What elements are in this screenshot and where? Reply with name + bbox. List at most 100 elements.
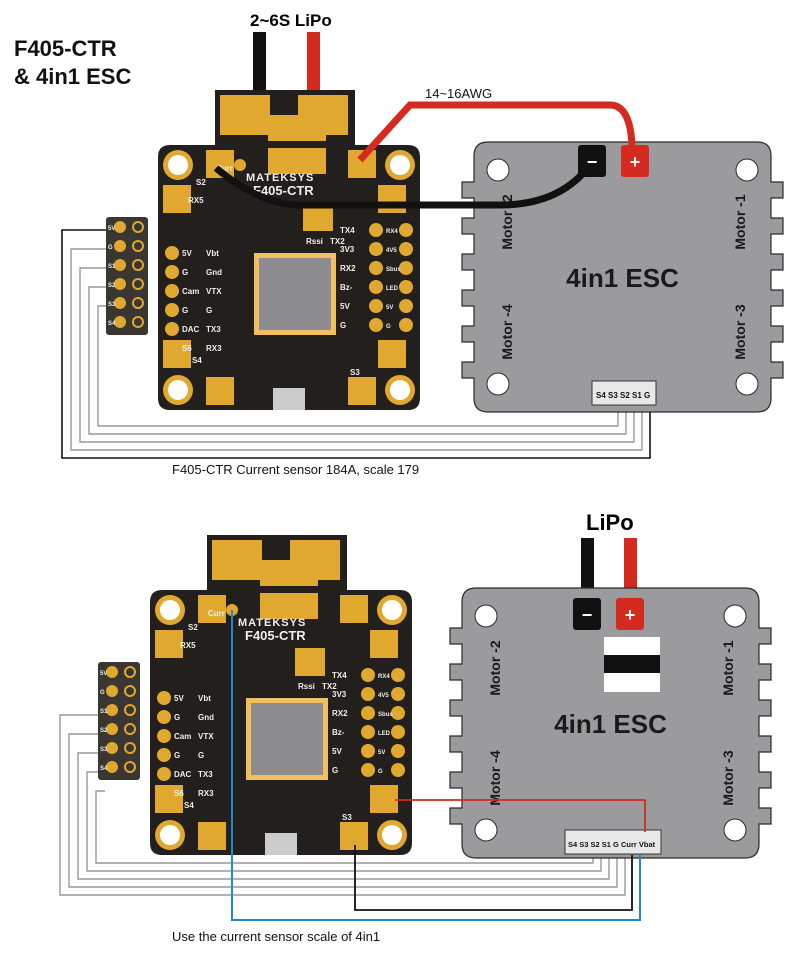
pad-label: Sbus [386,267,401,273]
header-pin-label: 5V [108,226,115,232]
solder-pad [157,767,171,781]
pad-label: RX4 [386,229,398,235]
wire [61,229,651,459]
motor-pad [378,185,406,213]
plus-icon: + [630,152,641,172]
solder-pad [361,725,375,739]
solder-pad [361,763,375,777]
pad-label: LED [378,731,391,737]
header-pin [132,316,144,328]
header-pin [132,259,144,271]
pad-label: G [174,713,180,722]
pad-label: Cam [182,287,199,296]
pad-label: Bz- [340,283,353,292]
solder-pad [165,246,179,260]
usb-connector [273,388,305,410]
pad-label: 4V5 [386,248,397,254]
pad-label: G [174,751,180,760]
solder-pad [369,280,383,294]
mounting-hole-center [382,825,402,845]
esc-capacitor-band [604,655,660,673]
pad-label: Rssi [306,237,323,246]
pad-label: 5V [386,305,393,311]
solder-pad [391,668,405,682]
pad-label: Curr [216,164,233,173]
header-pin [106,761,118,773]
motor-1-label: Motor -1 [720,640,736,695]
pad-label: G [332,766,338,775]
header-pin-label: G [108,245,113,251]
pad-label: 4V5 [378,693,389,699]
vbat-wire [395,799,646,832]
pad-label: RX3 [206,344,222,353]
pad-label: G [378,769,383,775]
solder-pad [369,261,383,275]
wire [59,714,626,896]
esc-connector-label: S4 S3 S2 S1 G [596,391,650,400]
motor-pad [370,785,398,813]
pad-label: 3V3 [340,245,355,254]
current-sensor-wire [231,610,641,921]
motor-pad [340,822,368,850]
capacitor-pad [268,148,326,174]
solder-pad [157,691,171,705]
header-pin-label: S3 [108,302,116,308]
pad-label: Vbt [198,694,211,703]
motor-pad [198,595,226,623]
solder-pad [361,668,375,682]
pad-label: S3 [342,813,352,822]
solder-pad [391,687,405,701]
wire [95,790,594,864]
solder-pad [165,303,179,317]
solder-pad [157,729,171,743]
motor-pad [348,377,376,405]
title-line1: F405-CTR [14,36,117,61]
esc-negative-terminal [573,598,601,630]
header-pin [106,704,118,716]
pad-label: RX2 [340,264,356,273]
header-pin [106,742,118,754]
pad-label: 5V [174,694,184,703]
motor-pad [206,377,234,405]
solder-pad [157,710,171,724]
header-pin-label: 5V [100,671,107,677]
header-pin [114,221,126,233]
minus-icon: − [587,152,598,172]
pad-label: G [386,324,391,330]
pad-label: RX4 [378,674,390,680]
solder-pad [391,744,405,758]
pad-label: S2 [188,623,198,632]
mounting-hole-center [390,380,410,400]
power-positive-wire [357,101,636,163]
solder-pad [399,242,413,256]
wire [70,248,643,451]
esc-title: 4in1 ESC [566,263,679,293]
wire-gauge-label: 14~16AWG [425,86,492,101]
solder-pad [165,284,179,298]
header-pin [132,221,144,233]
header-pin [124,761,136,773]
pad-label: S3 [350,368,360,377]
esc-signal-connector [564,829,662,855]
pad-label: G [206,306,212,315]
esc-board [461,141,784,413]
power-pad-negative [220,95,270,135]
pad-label: Rssi [298,682,315,691]
battery-positive-wire [307,32,320,100]
mounting-hole-center [168,380,188,400]
solder-pad [391,725,405,739]
motor-2-label: Motor -2 [487,640,503,695]
fc-brand: MATEKSYS [246,172,314,184]
pad-label: G [340,321,346,330]
pad-label: 5V [378,750,385,756]
solder-pad [165,322,179,336]
header-pin-label: G [100,690,105,696]
power-pad-negative [212,540,262,580]
esc-positive-terminal [616,598,644,630]
caption: F405-CTR Current sensor 184A, scale 179 [172,462,419,477]
wire [77,752,610,880]
header-pin [114,240,126,252]
wire [88,286,627,435]
header-pin [132,240,144,252]
